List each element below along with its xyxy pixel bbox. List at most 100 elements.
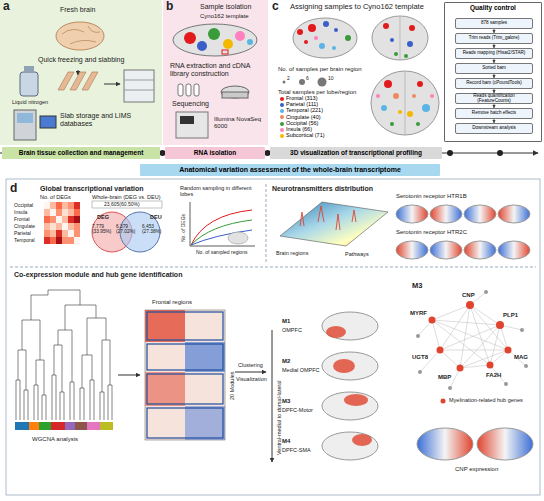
annotation-text: WGCNA analysis: [32, 436, 78, 443]
annotation-text: RNA extraction and cDNA library construc…: [170, 62, 265, 77]
deg-heatmap-part: [74, 209, 80, 216]
sample-dots-part: [304, 40, 308, 44]
deg-heatmap-part: [56, 223, 62, 230]
annotation-text: 20 Modules: [229, 372, 235, 400]
annotation-text: 6,379 (27.02%): [116, 224, 138, 235]
node-text: RNA isolation: [194, 150, 236, 157]
serotonin-brain-maps-part: [498, 205, 530, 223]
process-box: Trim reads (Trim_galore): [455, 33, 533, 44]
gene-label: MYRF: [410, 310, 427, 317]
deg-heatmap-part: [68, 223, 74, 230]
hub-gene-network-part: [487, 362, 494, 369]
size-key-part: [299, 79, 305, 85]
module-heatmap-part: [235, 372, 266, 373]
module-color-bar-part: [15, 422, 29, 430]
module-heatmap-part: [145, 372, 185, 406]
module-brain-maps-part: [322, 352, 378, 380]
sample-dots-part: [345, 35, 351, 41]
deg-heatmap-part: [62, 223, 68, 230]
deg-heatmap-part: [44, 237, 50, 244]
module-brain-maps-part: [352, 434, 372, 446]
deg-heatmap-part: [68, 230, 74, 237]
deg-heatmap-part: [74, 216, 80, 223]
annotation-text: Insula: [14, 210, 27, 216]
annotation-text: Neurotransmitters distribution: [272, 185, 373, 193]
hub-gene-network-part: [504, 382, 508, 386]
deg-heatmap-part: [50, 209, 56, 216]
freezing-equipment-part: [24, 66, 34, 72]
gene-label: CNP: [462, 292, 475, 299]
node-text: 878 samples: [481, 21, 507, 26]
hub-gene-network-part: [448, 386, 452, 390]
deg-heatmap-part: [56, 237, 62, 244]
sampling-curves-part: [190, 202, 255, 246]
hub-gene-network-part: [441, 399, 446, 404]
stage-band: Anatomical variation assessment of the w…: [140, 164, 440, 176]
surface-plot-part: [280, 202, 388, 246]
sampling-curves-part: [191, 220, 252, 245]
brain-slice-template-part: [208, 28, 220, 40]
node-text: Brain tissue collection and management: [19, 150, 144, 157]
serotonin-brain-maps-part: [464, 241, 496, 259]
module-label: DPFC-Motor: [282, 407, 313, 413]
panel-d-frame: [6, 179, 540, 495]
node-text: Trim reads (Trim_galore): [469, 36, 519, 41]
brain-illustration: [56, 22, 104, 75]
deg-heatmap-part: [50, 237, 56, 244]
annotation-text: Sequencing: [172, 100, 209, 108]
legend-swatch: [280, 128, 284, 132]
process-box: Reads quantification (FeatureCounts): [455, 93, 533, 104]
size-key-part: [283, 81, 286, 84]
brain-slice-template: [173, 24, 257, 56]
module-heatmap-part: [272, 330, 273, 462]
qc-panel: Quality control878 samplesTrim reads (Tr…: [444, 2, 542, 142]
legend-swatch: [280, 134, 284, 138]
module-color-bar-part: [39, 422, 51, 430]
module-brain-maps-part: [326, 326, 346, 338]
storage-equipment-part: [40, 116, 56, 128]
annotation-text: Serotonin receptor HTR2C: [396, 229, 467, 236]
rna-tubes-part: [194, 84, 199, 96]
timeline-part: [497, 150, 503, 156]
legend-swatch: [280, 115, 284, 119]
annotation-text: Temporal: [14, 238, 35, 244]
storage-equipment: [14, 110, 56, 140]
freezing-equipment-part: [124, 80, 154, 90]
brain-slice-template-part: [184, 32, 196, 44]
panel-letter: b: [166, 0, 173, 13]
deg-heatmap-part: [56, 216, 62, 223]
node-text: 3D visualization of transcriptional prof…: [290, 150, 422, 157]
deg-heatmap-part: [44, 223, 50, 230]
annotation-text: Clustering: [238, 362, 263, 368]
surface-plot-part: [300, 206, 356, 230]
legend-entry: Parietal (111): [280, 102, 318, 108]
module-heatmap-part: [145, 310, 185, 342]
annotation-text: Occipital: [14, 203, 33, 209]
brain-slice-template-part: [173, 24, 257, 56]
hub-gene-network-part: [484, 290, 488, 294]
module-heatmap-part: [185, 406, 225, 440]
hub-gene-network-part: [457, 365, 464, 372]
module-brain-maps-part: [322, 392, 378, 420]
rna-tubes-part: [221, 86, 249, 98]
storage-equipment-part: [14, 110, 36, 140]
legend-text: Temporal (221): [286, 108, 323, 114]
dendrogram: [16, 290, 112, 420]
hub-gene-network-part: [520, 328, 524, 332]
module-heatmap-part: [147, 312, 223, 340]
module-color-bar-part: [87, 422, 100, 430]
deg-heatmap-part: [62, 230, 68, 237]
node-text: Record bam (cPoundTools): [466, 81, 522, 86]
venn-diagram-part: [92, 201, 162, 208]
deg-heatmap-part: [44, 230, 50, 237]
hub-gene-network-part: [466, 301, 474, 309]
dendrogram-part: [16, 290, 112, 420]
hub-gene-network-part: [437, 347, 444, 354]
legend-entry: Frontal (313): [280, 96, 318, 102]
deg-heatmap-part: [68, 202, 74, 209]
sample-dots-part: [416, 122, 420, 126]
panel-d-frame-part: [266, 184, 267, 264]
legend-text: Cingulate (40): [286, 115, 321, 121]
annotation-text: Liquid nitrogen: [12, 99, 48, 105]
